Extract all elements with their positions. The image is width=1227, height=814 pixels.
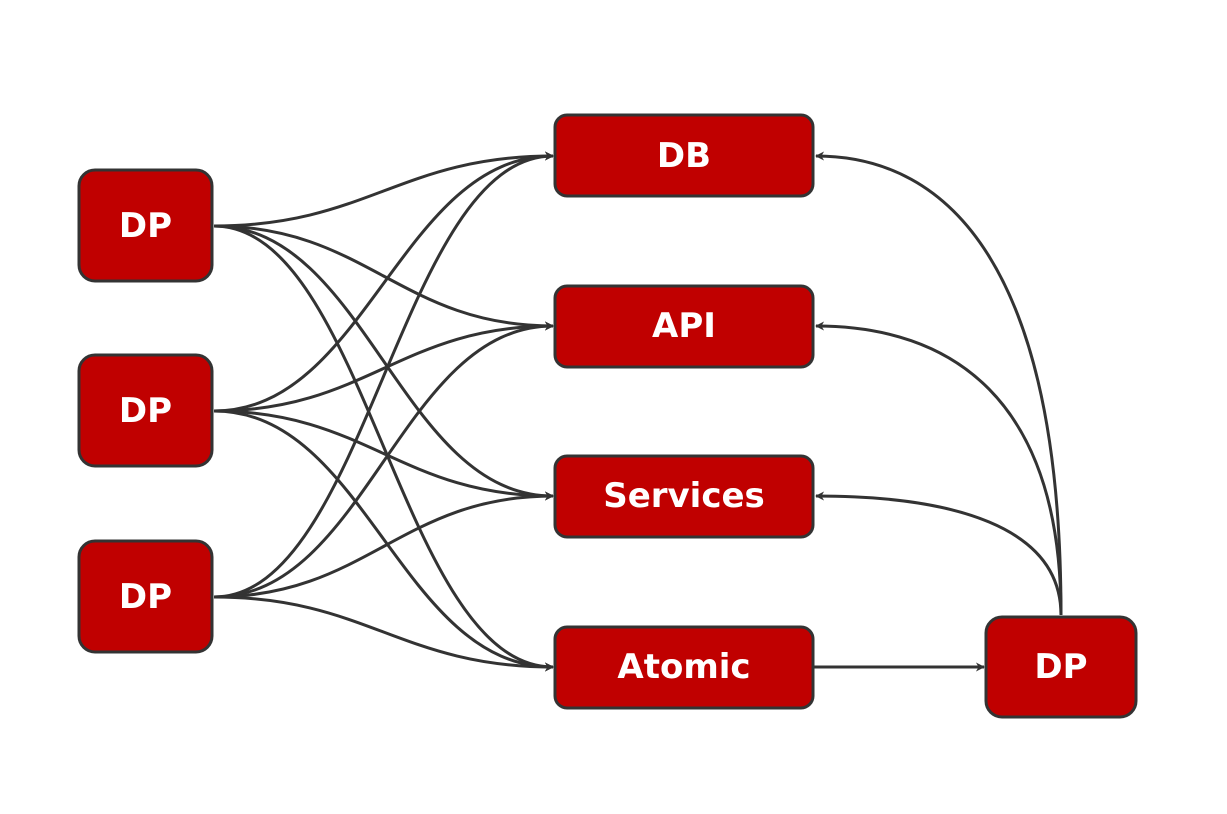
edge-dp-left-mid-to-atomic — [213, 409, 554, 672]
node-label-services: Services — [603, 476, 765, 516]
node-box-dp-right — [984, 615, 1138, 719]
node-api: API — [553, 284, 815, 369]
edge-dp-left-mid-to-api — [213, 321, 554, 413]
edge-dp-left-top-to-atomic — [213, 224, 554, 672]
node-label-api: API — [652, 306, 716, 346]
node-label-dp-left-top: DP — [119, 206, 172, 246]
node-box-dp-left-mid — [77, 353, 214, 468]
node-label-dp-left-bottom: DP — [119, 577, 172, 617]
edge-dp-left-top-to-services — [213, 224, 554, 501]
edge-dp-left-mid-to-services — [213, 409, 554, 501]
node-db: DB — [553, 113, 815, 198]
edge-dp-left-top-to-api — [213, 224, 554, 331]
node-dp-right: DP — [984, 615, 1138, 719]
node-label-dp-right: DP — [1034, 647, 1087, 687]
node-label-dp-left-mid: DP — [119, 391, 172, 431]
edge-dp-right-to-services — [815, 491, 1063, 616]
edge-dp-left-bottom-to-db — [213, 151, 554, 599]
node-label-atomic: Atomic — [617, 647, 750, 687]
node-dp-left-mid: DP — [77, 353, 214, 468]
edge-dp-left-bottom-to-services — [213, 491, 554, 599]
nodes-layer: DP DP DP DB API Services Atomic — [77, 113, 1138, 719]
node-label-db: DB — [657, 136, 711, 176]
node-atomic: Atomic — [553, 625, 815, 710]
edge-dp-left-bottom-to-atomic — [213, 595, 554, 672]
node-box-db — [553, 113, 815, 198]
edge-dp-left-mid-to-db — [213, 151, 554, 413]
node-box-dp-left-bottom — [77, 539, 214, 654]
node-box-dp-left-top — [77, 168, 214, 283]
edge-dp-right-to-db — [815, 151, 1063, 616]
edge-dp-left-top-to-db — [213, 151, 554, 228]
node-box-services — [553, 454, 815, 539]
node-dp-left-top: DP — [77, 168, 214, 283]
node-box-atomic — [553, 625, 815, 710]
edges-layer — [213, 151, 1063, 672]
node-dp-left-bottom: DP — [77, 539, 214, 654]
edge-dp-right-to-api — [815, 321, 1063, 616]
node-services: Services — [553, 454, 815, 539]
node-box-api — [553, 284, 815, 369]
edge-dp-left-bottom-to-api — [213, 321, 554, 599]
